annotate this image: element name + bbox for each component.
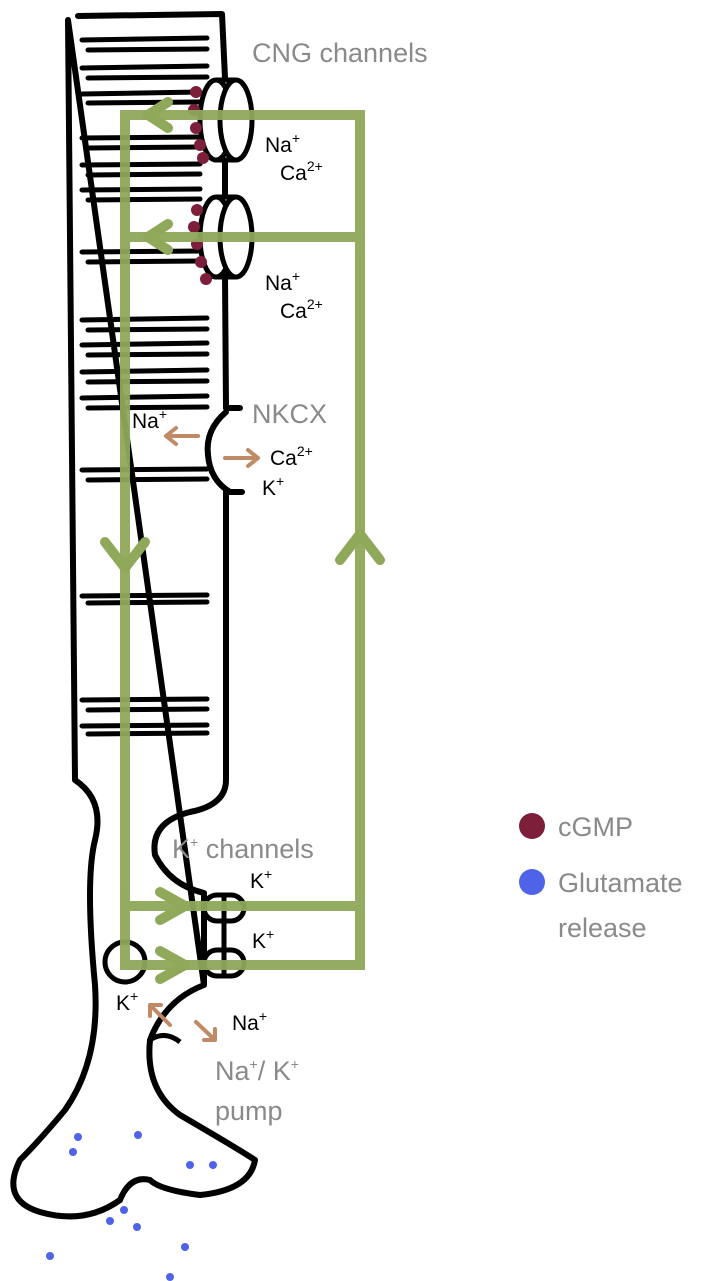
cgmp-legend-label: cGMP: [558, 812, 633, 842]
cgmp-legend-swatch: [519, 813, 545, 839]
disk-stack: [82, 38, 207, 734]
disk: [82, 137, 200, 148]
pump-label-line1: Na+/ K+: [215, 1056, 299, 1086]
nkcx-exchanger: [208, 408, 242, 498]
nkcx-label: NKCX: [252, 399, 327, 429]
pump-na-arrow: [196, 1022, 215, 1040]
disk: [82, 595, 207, 603]
disk: [82, 318, 207, 330]
cng1-na-label: Na+: [265, 130, 300, 157]
disk: [82, 164, 200, 175]
kch1-k-label: K+: [250, 866, 272, 893]
disk: [82, 189, 200, 200]
glutamate-legend-label-1: Glutamate: [558, 868, 683, 898]
glutamate-vesicles: [46, 1131, 217, 1281]
nkcx-k-label: K+: [262, 473, 284, 500]
cng2-na-label: Na+: [265, 268, 300, 295]
cng1-ca-label: Ca2+: [280, 158, 323, 185]
kch2-k-label: K+: [252, 926, 274, 953]
disk: [82, 699, 207, 710]
k-channels-label: K+ channels: [172, 834, 314, 864]
disk: [82, 370, 207, 382]
disk: [82, 66, 207, 78]
cng-channels-label: CNG channels: [252, 38, 428, 68]
disk: [82, 396, 207, 408]
disk: [82, 725, 207, 734]
glutamate-legend-label-2: release: [558, 913, 647, 943]
nkcx-ca-label: Ca2+: [270, 443, 313, 470]
cell-membrane: [13, 14, 255, 1216]
cng2-ca-label: Ca2+: [280, 296, 323, 323]
nkcx-na-arrow: [166, 428, 198, 444]
legend: cGMP Glutamate release: [519, 812, 683, 943]
pump-na-label: Na+: [232, 1008, 267, 1035]
disk: [82, 343, 207, 355]
disk: [82, 469, 207, 480]
pump-k-label: K+: [116, 988, 138, 1015]
nkcx-ca-arrow: [225, 450, 258, 466]
glutamate-legend-swatch: [519, 869, 545, 895]
disk: [82, 38, 207, 50]
nkcx-na-label: Na+: [132, 406, 167, 433]
pump-label-line2: pump: [215, 1096, 283, 1126]
disk: [82, 92, 200, 103]
